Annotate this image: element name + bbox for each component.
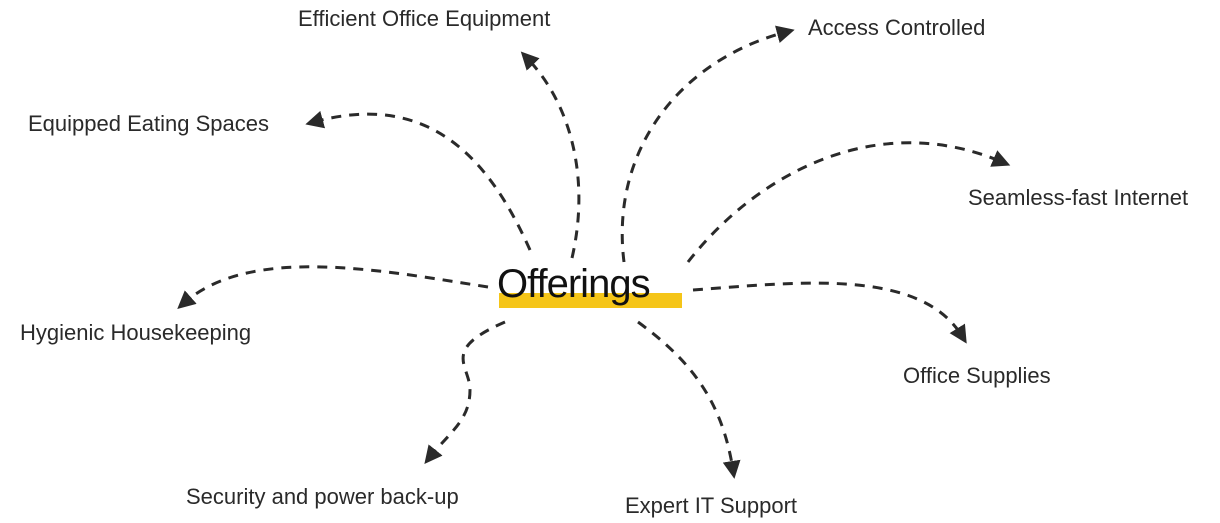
label-housekeeping: Hygienic Housekeeping: [20, 320, 252, 345]
label-internet: Seamless-fast Internet: [968, 185, 1189, 210]
arrow-access: [620, 25, 795, 263]
label-access: Access Controlled: [808, 15, 986, 40]
arrow-internet: [686, 141, 1011, 263]
arrow-security: [424, 320, 506, 465]
arrow-supplies: [692, 281, 967, 344]
arrow-eating: [305, 110, 532, 251]
arrow-equipment: [520, 51, 581, 259]
label-equipment: Efficient Office Equipment: [298, 6, 551, 31]
label-it: Expert IT Support: [625, 493, 798, 518]
label-supplies: Office Supplies: [903, 363, 1051, 388]
center-title: Offerings: [497, 262, 651, 306]
arrow-housekeeping: [177, 265, 489, 309]
label-security: Security and power back-up: [186, 484, 459, 509]
center-highlight: [499, 293, 682, 308]
label-eating: Equipped Eating Spaces: [28, 111, 269, 136]
arrow-it: [637, 320, 741, 479]
